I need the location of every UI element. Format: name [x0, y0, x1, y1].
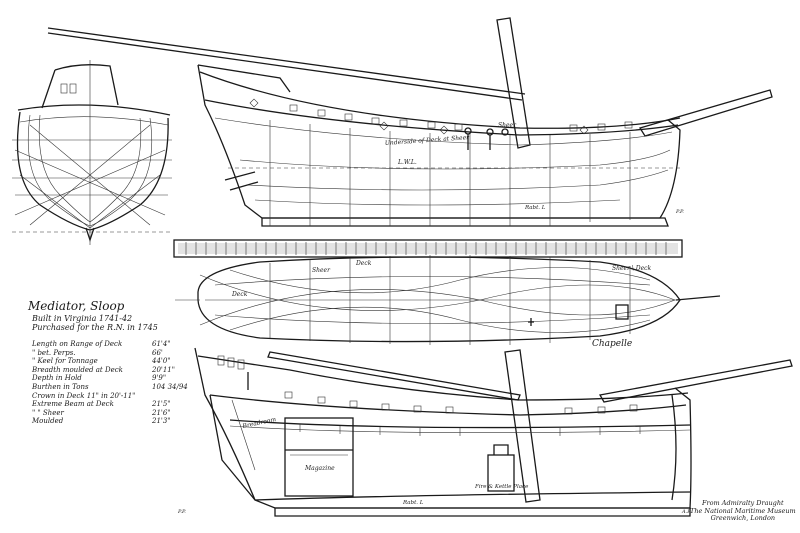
deck-label-mid: Deck — [355, 260, 372, 267]
deck-plank-strip — [173, 239, 683, 258]
source-credit: From Admiralty Draught The National Mari… — [690, 499, 796, 523]
half-breadth-plan — [175, 255, 721, 345]
rabbet-label-upper: Rabt. L — [524, 205, 546, 211]
inboard-profile — [194, 347, 793, 517]
fire-hearth-label: Fire & Kettle Place — [474, 484, 529, 490]
author-signature: Chapelle — [592, 339, 633, 349]
magazine-label: Magazine — [304, 465, 335, 472]
mark-pp-upper: P.P. — [675, 209, 684, 215]
built-note: Built in Virginia 1741-42 — [32, 314, 133, 323]
sheer-label-mid: Sheer — [312, 267, 331, 274]
drawing-labels: Underside of Deck at Sheer L.W.L. Sheer … — [177, 122, 692, 515]
source-line: The National Maritime Museum — [690, 506, 796, 515]
body-plan — [12, 60, 172, 245]
underside-deck-label: Underside of Deck at Sheer — [385, 134, 471, 147]
mark-pp-lower: P.P. — [177, 509, 186, 515]
rabbet-label-lower: Rabt. L — [402, 500, 424, 506]
mark-ap-lower: A.P. — [681, 509, 692, 515]
source-line: From Admiralty Draught — [702, 499, 784, 507]
source-line: Greenwich, London — [710, 514, 776, 522]
vessel-title: Mediator, Sloop — [28, 299, 125, 313]
sheer-deck-label: Sheer \ Deck — [612, 265, 652, 272]
deck-label-left: Deck — [231, 291, 248, 298]
sheer-plan — [47, 17, 773, 227]
breadroom-label: Breadroom — [241, 416, 277, 430]
purchased-note: Purchased for the R.N. in 1745 — [32, 323, 158, 332]
sheer-label-upper: Sheer — [498, 122, 517, 129]
lwl-label: L.W.L. — [397, 159, 417, 166]
